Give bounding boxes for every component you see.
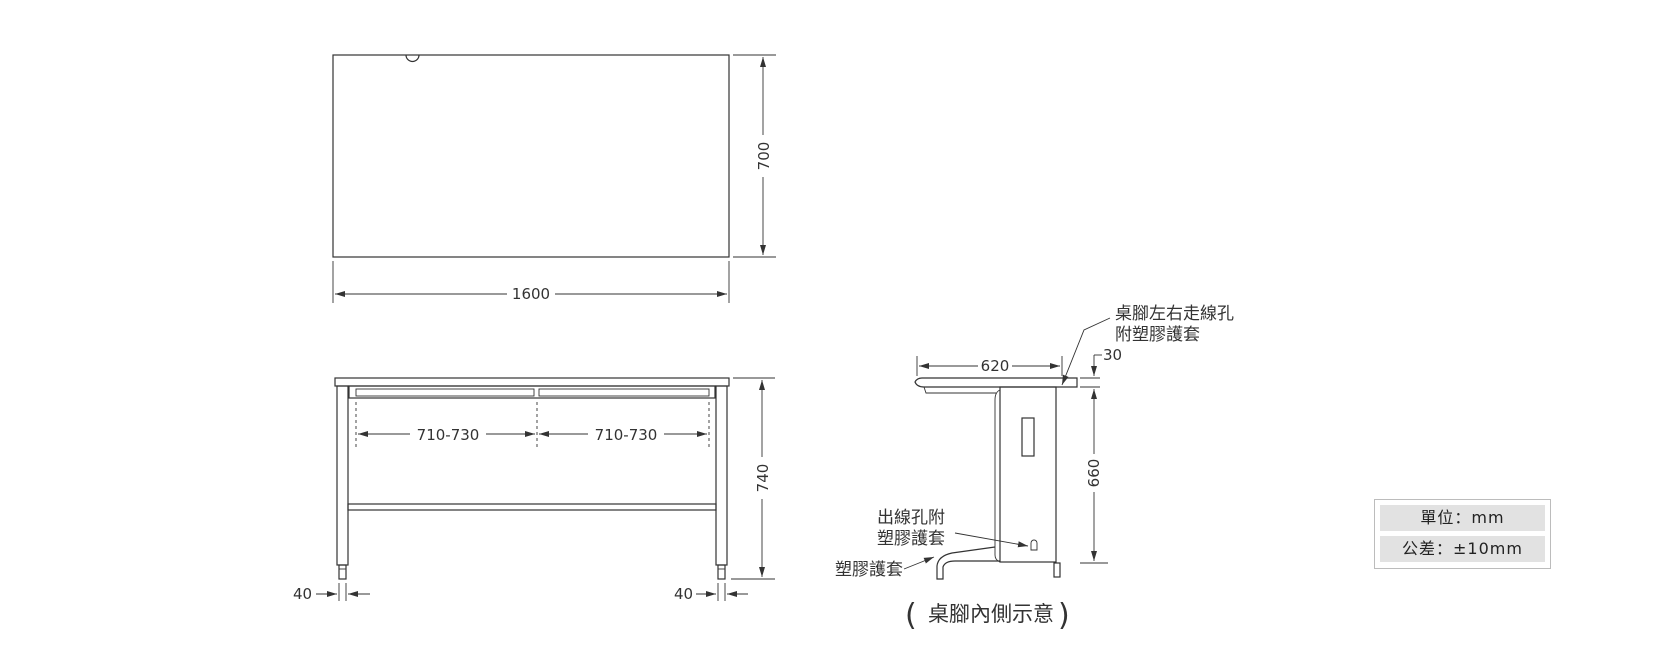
drawer-left [355, 388, 535, 397]
front-desktop [334, 377, 730, 387]
leg-left-dim-label: 40 [293, 585, 312, 603]
side-view: 620 30 660 桌腳左右走線孔 附塑膠護套 出線孔附 塑膠護套 塑膠護套 … [835, 304, 1234, 633]
drawer-right [538, 388, 710, 397]
cable-slot [1021, 417, 1035, 457]
bottom-stretcher [347, 503, 717, 511]
tolerance-label: 公差：±10mm [1380, 536, 1545, 562]
unit-label: 單位：mm [1380, 505, 1545, 531]
drawer-span-left-label: 710-730 [417, 426, 480, 444]
caption-paren-open: ( [905, 598, 917, 633]
side-view-caption: 桌腳內側示意 [928, 602, 1054, 626]
foot-cover-leader [903, 556, 935, 570]
side-leg-panel [999, 386, 1057, 563]
cable-grommet-notch [405, 54, 420, 63]
width-dim-label: 1600 [512, 285, 550, 303]
height-dim-label: 740 [754, 464, 772, 493]
depth-dim-label: 700 [755, 142, 773, 171]
top-thickness-label: 30 [1103, 346, 1122, 364]
caption-paren-close: ) [1058, 598, 1070, 633]
front-left-leg [336, 385, 349, 580]
drawer-span-right-label: 710-730 [595, 426, 658, 444]
foot-cover-label: 塑膠護套 [835, 560, 903, 580]
cable-hole-leader [1061, 317, 1111, 386]
front-apron [348, 385, 716, 399]
outlet-label-line1: 出線孔附 [877, 508, 945, 528]
side-foot [936, 546, 1000, 580]
cable-hole-label-line1: 桌腳左右走線孔 [1115, 304, 1234, 324]
desktop-outline [332, 54, 730, 258]
leg-right-dim-label: 40 [674, 585, 693, 603]
front-right-leg [715, 385, 728, 580]
outlet-leader [954, 532, 1029, 548]
outlet-label-line2: 塑膠護套 [877, 529, 945, 549]
side-height-dim-label: 660 [1085, 459, 1103, 488]
spec-box: 單位：mm 公差：±10mm [1374, 499, 1551, 569]
side-depth-dim-label: 620 [981, 357, 1010, 375]
front-view: 710-730 710-730 740 40 40 [293, 377, 775, 603]
side-desktop [914, 377, 1078, 388]
top-view: 700 1600 [332, 54, 776, 303]
cable-hole-label-line2: 附塑膠護套 [1115, 325, 1200, 345]
outlet-hole [1030, 539, 1038, 551]
